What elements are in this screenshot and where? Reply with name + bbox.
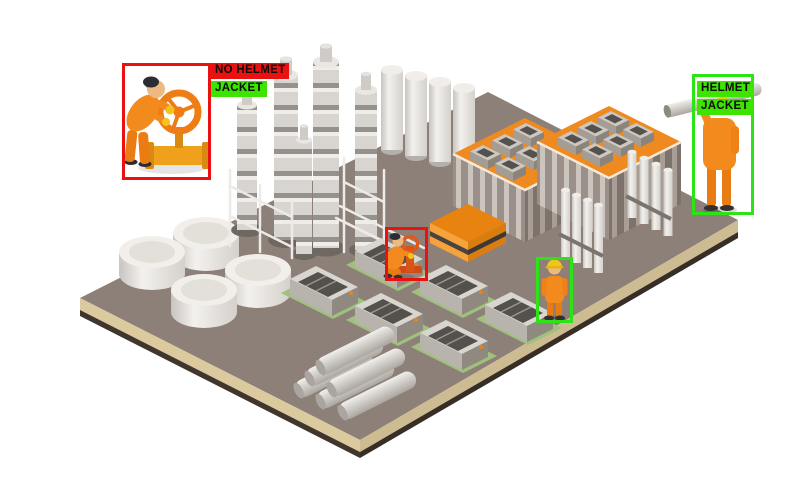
bbox-worker-no-helmet[interactable]: NO HELMET JACKET [122, 63, 290, 180]
bbox-worker-crouching[interactable] [385, 227, 428, 281]
chimney-stacks-right [625, 149, 673, 236]
label-no-helmet: NO HELMET [211, 63, 290, 79]
worker-no-helmet-at-valve [124, 76, 211, 174]
storage-tanks [119, 217, 291, 328]
bbox-worker-carrying-pipe[interactable]: HELMET JACKET [692, 74, 755, 215]
worker-standing-helmet [541, 259, 568, 323]
label-jacket: JACKET [697, 99, 753, 115]
vertical-tanks [381, 65, 475, 173]
bbox-worker-standing[interactable] [536, 257, 573, 323]
label-jacket: JACKET [211, 81, 267, 97]
small-orange-building [430, 204, 506, 262]
bbox-label-group: HELMET JACKET [697, 81, 755, 115]
label-helmet: HELMET [697, 81, 755, 97]
chimney-stacks-left [558, 187, 604, 273]
bbox-label-group: NO HELMET JACKET [211, 63, 290, 97]
